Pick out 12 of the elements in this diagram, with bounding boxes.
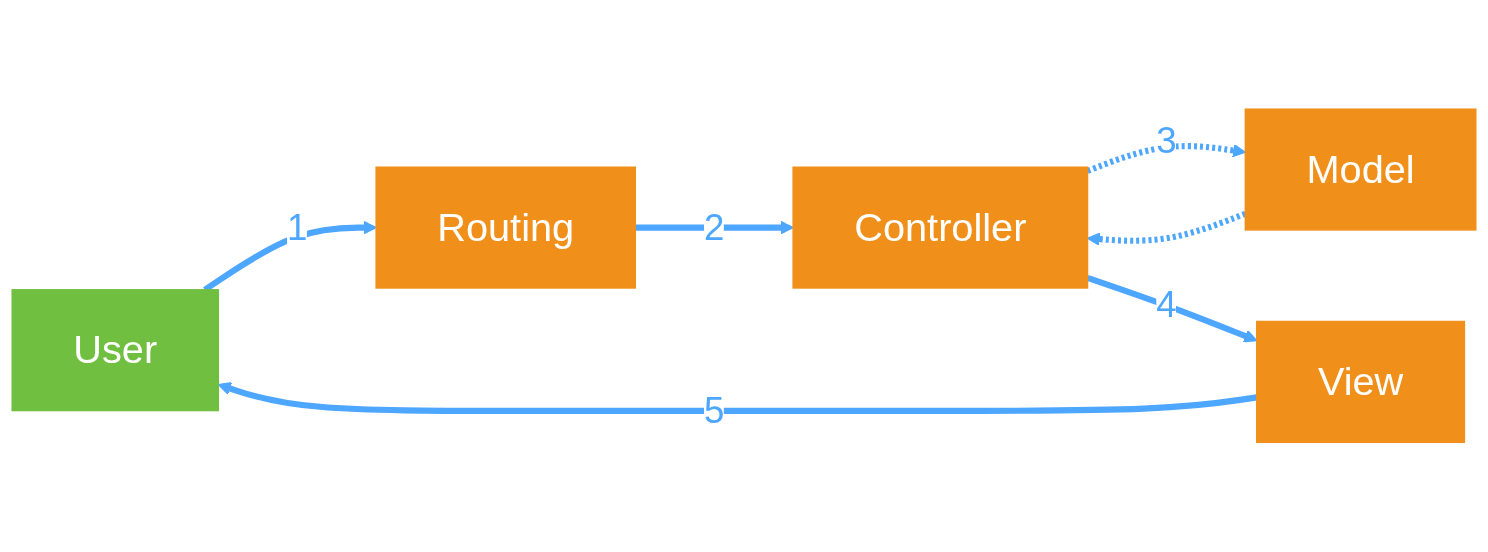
edge-label: 5: [704, 389, 725, 432]
arrow: [635, 221, 794, 235]
edge-label: 3: [1156, 119, 1177, 161]
node-box: Model: [1244, 108, 1477, 231]
node-box: View: [1256, 321, 1466, 444]
node-box: Controller: [792, 166, 1089, 289]
arrow: [1086, 143, 1246, 175]
node-box: Routing: [375, 166, 637, 289]
edge-label: 1: [287, 206, 308, 248]
edge-label: 4: [1156, 283, 1177, 325]
node-box: User: [11, 289, 220, 412]
edge-label: 2: [704, 206, 725, 248]
